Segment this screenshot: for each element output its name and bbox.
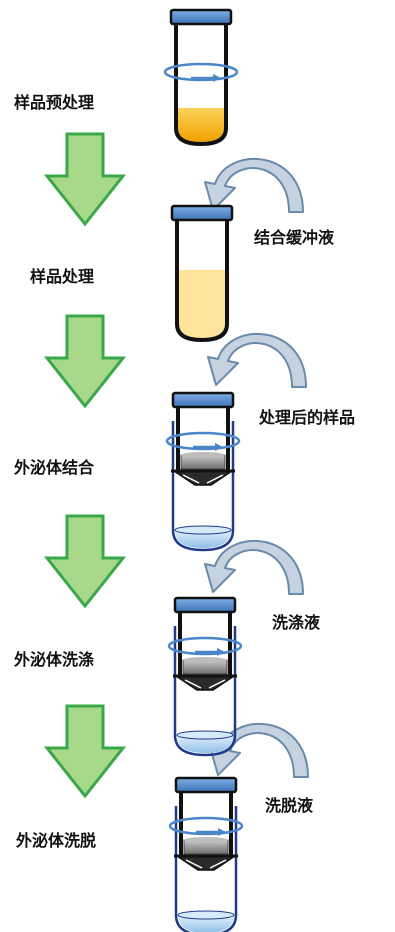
- spin-column-icon: [171, 405, 235, 552]
- spin-column-icon: [173, 610, 237, 757]
- step-label: 样品预处理: [14, 93, 95, 112]
- rotation-ring-icon: [163, 62, 239, 82]
- reagent-label: 结合缓冲液: [254, 228, 335, 247]
- rotation-ring-icon: [165, 431, 241, 451]
- down-arrow-icon: [43, 314, 127, 409]
- tube-cap: [169, 8, 233, 26]
- curved-arrow-icon: [207, 332, 307, 388]
- tube-cap: [171, 391, 235, 409]
- reagent-label: 处理后的样品: [259, 408, 356, 427]
- tube-icon: [175, 218, 229, 343]
- step-label: 样品处理: [30, 267, 95, 286]
- step-label: 外泌体结合: [14, 458, 95, 477]
- tube-cap: [170, 204, 234, 222]
- rotation-ring-icon: [167, 636, 243, 656]
- step-label: 外泌体洗涤: [14, 650, 95, 669]
- tube-cap: [173, 596, 237, 614]
- tube-cap: [174, 776, 238, 794]
- step-label: 外泌体洗脱: [16, 831, 97, 850]
- tube-icon: [174, 22, 228, 147]
- curved-arrow-icon: [204, 157, 304, 213]
- reagent-label: 洗涤液: [272, 613, 321, 632]
- rotation-ring-icon: [168, 816, 244, 836]
- curved-arrow-icon: [204, 539, 304, 595]
- down-arrow-icon: [43, 132, 127, 227]
- reagent-label: 洗脱液: [265, 796, 314, 815]
- down-arrow-icon: [43, 514, 127, 609]
- down-arrow-icon: [43, 704, 127, 799]
- spin-column-icon: [174, 790, 238, 932]
